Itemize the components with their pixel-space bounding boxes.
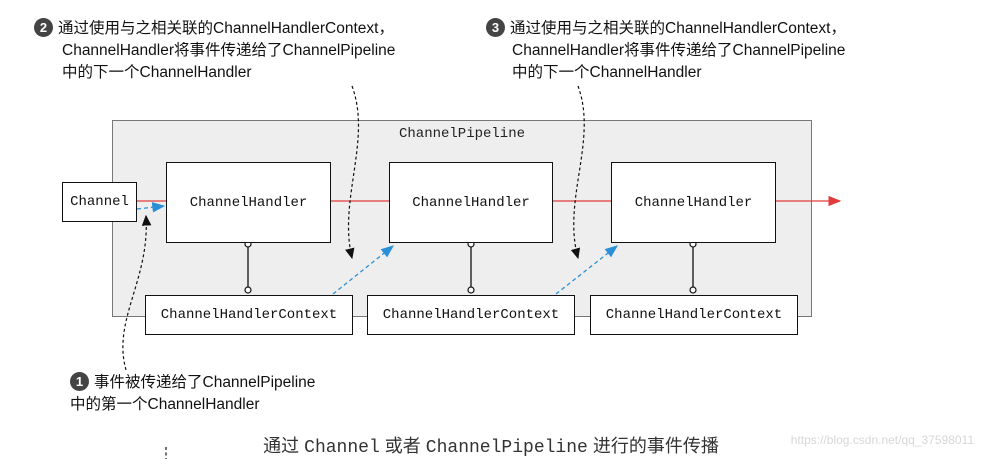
callout-3: 3 通过使用与之相关联的ChannelHandlerContext， Channe… — [486, 18, 846, 84]
channel-handler-context-2: ChannelHandlerContext — [367, 295, 575, 335]
callout-1-pointer — [122, 214, 152, 371]
callout-2-line-3: 中的下一个ChannelHandler — [62, 64, 252, 81]
caption-text: 通过 — [263, 436, 305, 456]
callout-3-line-1: 通过使用与之相关联的ChannelHandlerContext， — [510, 20, 846, 37]
watermark: https://blog.csdn.net/qq_37598011 — [790, 433, 974, 447]
channel-handler-3: ChannelHandler — [611, 162, 776, 243]
callout-1-line-2: 中的第一个ChannelHandler — [70, 396, 260, 413]
caption-text: 进行的事件传播 — [587, 436, 719, 456]
caption-text: 或者 — [379, 436, 426, 456]
step-1-badge: 1 — [70, 372, 89, 391]
context-flow-arrow — [332, 245, 395, 295]
callout-2: 2 通过使用与之相关联的ChannelHandlerContext， Channe… — [34, 18, 395, 84]
context-flow-arrow — [136, 202, 166, 213]
callout-2-line-1: 通过使用与之相关联的ChannelHandlerContext， — [58, 20, 394, 37]
channel-handler-1: ChannelHandler — [166, 162, 331, 243]
channel-handler-context-3: ChannelHandlerContext — [590, 295, 798, 335]
channel-handler-context-1: ChannelHandlerContext — [145, 295, 353, 335]
callout-3-line-3: 中的下一个ChannelHandler — [512, 64, 702, 81]
callout-3-line-2: ChannelHandler将事件传递给了ChannelPipeline — [512, 42, 846, 59]
callout-1: 1 事件被传递给了ChannelPipeline 中的第一个ChannelHand… — [70, 372, 315, 416]
context-flow-arrow — [555, 245, 619, 295]
callout-2-line-2: ChannelHandler将事件传递给了ChannelPipeline — [62, 42, 396, 59]
callout-2-pointer — [345, 85, 360, 260]
channel-handler-2: ChannelHandler — [389, 162, 553, 243]
caption-channel: Channel — [304, 438, 380, 458]
caption-pipeline: ChannelPipeline — [425, 438, 588, 458]
callout-1-line-1: 事件被传递给了ChannelPipeline — [94, 374, 316, 391]
callout-3-pointer — [570, 85, 585, 260]
figure-caption: 通过 Channel 或者 ChannelPipeline 进行的事件传播 — [0, 432, 982, 458]
step-3-badge: 3 — [486, 18, 505, 37]
channel-box: Channel — [62, 182, 137, 222]
pipeline-label: ChannelPipeline — [398, 126, 526, 142]
step-2-badge: 2 — [34, 18, 53, 37]
